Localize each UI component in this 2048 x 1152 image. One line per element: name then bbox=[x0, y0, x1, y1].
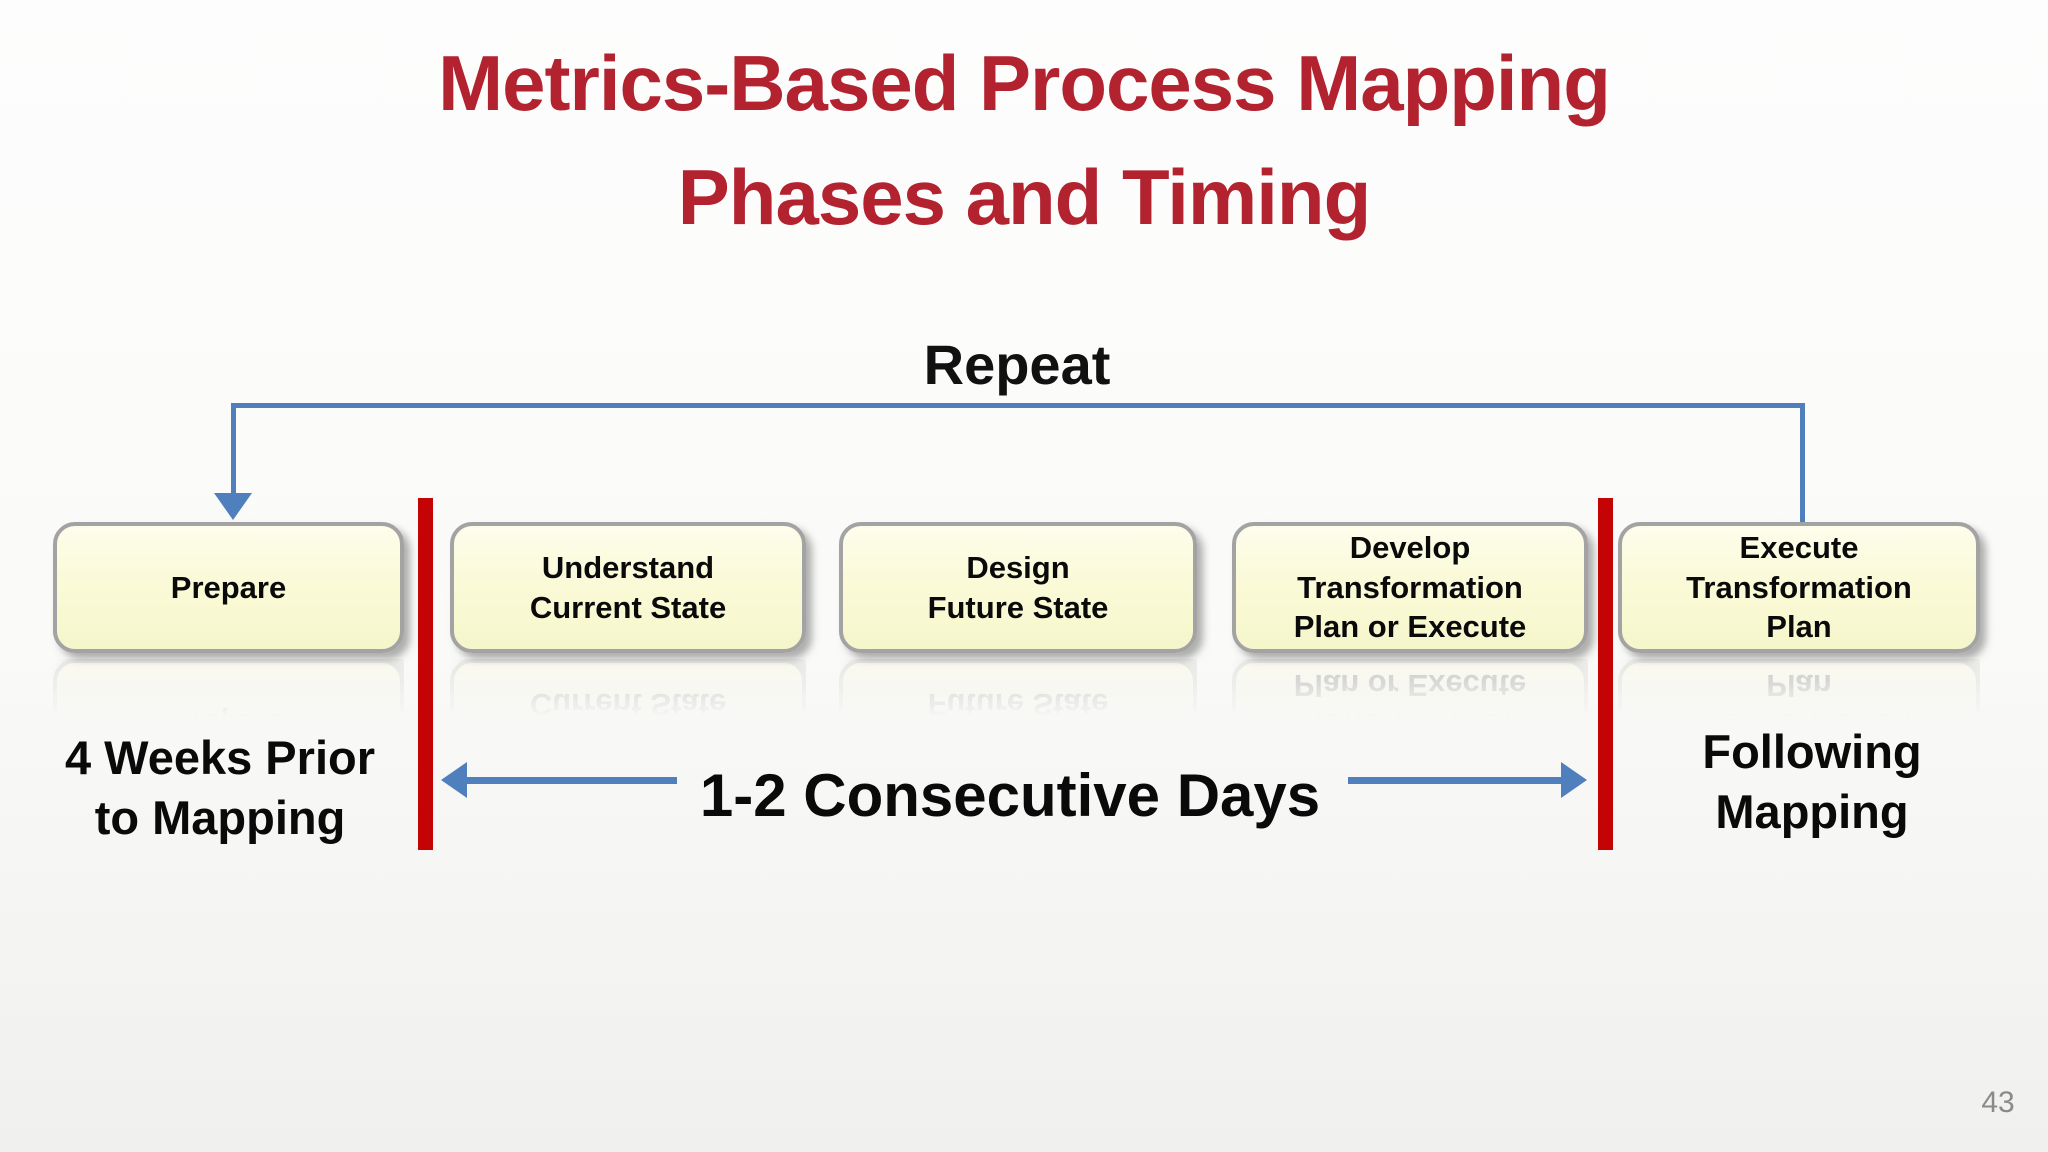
repeat-loop-line-horizontal bbox=[231, 403, 1805, 408]
arrow-left-icon bbox=[441, 762, 467, 798]
page-number: 43 bbox=[1981, 1086, 2015, 1119]
repeat-arrow-down-icon bbox=[214, 493, 252, 520]
phase-box-prepare: Prepare bbox=[53, 522, 404, 653]
duration-arrow-left-shaft bbox=[464, 777, 677, 784]
repeat-loop-line-left-vertical bbox=[231, 403, 236, 495]
phase-box-develop-transformation-plan: Develop Transformation Plan or Execute bbox=[1232, 522, 1588, 653]
timing-label-before-mapping: 4 Weeks Prior to Mapping bbox=[64, 731, 376, 844]
repeat-label: Repeat bbox=[923, 333, 1111, 396]
arrow-right-icon bbox=[1561, 762, 1587, 798]
title-line-2: Phases and Timing bbox=[677, 153, 1371, 241]
red-divider-bar-left bbox=[418, 498, 433, 850]
timing-label-following-mapping: Following Mapping bbox=[1702, 725, 1922, 838]
repeat-loop-line-right-vertical bbox=[1800, 403, 1805, 523]
phase-box-design-future-state: Design Future State bbox=[839, 522, 1197, 653]
phase-box-understand-current-state: Understand Current State bbox=[450, 522, 806, 653]
duration-arrow-right-shaft bbox=[1348, 777, 1563, 784]
timing-label-consecutive-days: 1-2 Consecutive Days bbox=[699, 762, 1321, 829]
phase-box-execute-transformation-plan: Execute Transformation Plan bbox=[1618, 522, 1980, 653]
red-divider-bar-right bbox=[1598, 498, 1613, 850]
title-line-1: Metrics-Based Process Mapping bbox=[438, 39, 1611, 127]
